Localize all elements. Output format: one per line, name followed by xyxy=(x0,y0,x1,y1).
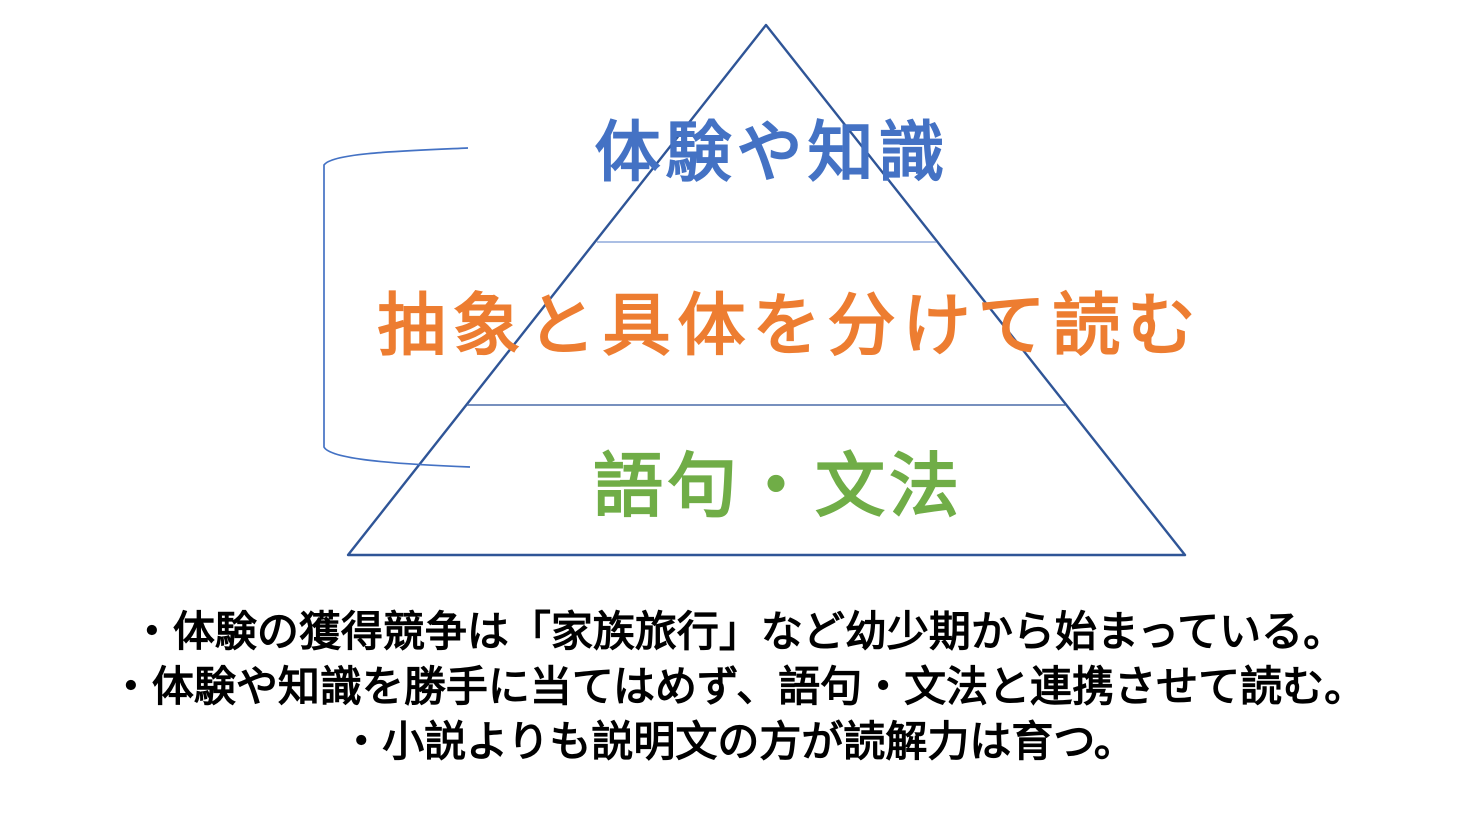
tier-label-abstract-concrete: 抽象と具体を分けて読む xyxy=(377,288,1203,364)
tier-label-experience-knowledge: 体験や知識 xyxy=(594,115,950,189)
note-line-3: ・小説よりも説明文の方が読解力は育つ。 xyxy=(340,718,1136,765)
note-line-2: ・体験や知識を勝手に当てはめず、語句・文法と連携させて読む。 xyxy=(109,663,1367,710)
pyramid-outline-shape xyxy=(346,23,1187,557)
notes-block: ・体験の獲得競争は「家族旅行」など幼少期から始まっている。 ・体験や知識を勝手に… xyxy=(0,604,1476,769)
note-line-1: ・体験の獲得競争は「家族旅行」など幼少期から始まっている。 xyxy=(130,608,1346,655)
left-bracket-shape xyxy=(323,147,471,468)
tier-label-vocabulary-grammar: 語句・文法 xyxy=(593,447,963,525)
